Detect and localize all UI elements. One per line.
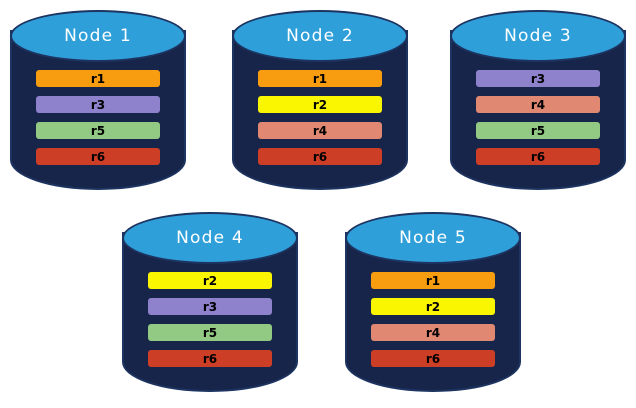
replica-list: r2 r3 r5 r6 — [148, 272, 272, 376]
replica-label: r6 — [530, 149, 546, 164]
replica-bar[interactable]: r2 — [371, 298, 495, 315]
replica-label: r4 — [530, 97, 546, 112]
node-label: Node 1 — [64, 26, 132, 46]
replica-label: r4 — [312, 123, 328, 138]
database-node-3[interactable]: r3 r4 r5 r6 Node 3 — [450, 8, 626, 198]
replica-bar[interactable]: r3 — [148, 298, 272, 315]
replica-bar[interactable]: r1 — [371, 272, 495, 289]
replica-label: r2 — [202, 273, 218, 288]
replica-label: r6 — [202, 351, 218, 366]
replica-bar[interactable]: r4 — [371, 324, 495, 341]
cylinder-top-icon: Node 5 — [345, 212, 521, 264]
replica-bar[interactable]: r2 — [258, 96, 382, 113]
replica-list: r1 r2 r4 r6 — [258, 70, 382, 174]
replica-bar[interactable]: r4 — [476, 96, 600, 113]
replica-bar[interactable]: r4 — [258, 122, 382, 139]
node-label: Node 3 — [504, 26, 572, 46]
replica-bar[interactable]: r6 — [476, 148, 600, 165]
replica-bar[interactable]: r6 — [371, 350, 495, 367]
replica-bar[interactable]: r5 — [36, 122, 160, 139]
cylinder-top-icon: Node 1 — [10, 10, 186, 62]
cylinder-top-icon: Node 2 — [232, 10, 408, 62]
replica-bar[interactable]: r5 — [148, 324, 272, 341]
replica-label: r1 — [90, 71, 106, 86]
database-node-5[interactable]: r1 r2 r4 r6 Node 5 — [345, 210, 521, 400]
node-label: Node 5 — [399, 228, 467, 248]
replica-list: r1 r3 r5 r6 — [36, 70, 160, 174]
replica-label: r3 — [202, 299, 218, 314]
replica-label: r5 — [90, 123, 106, 138]
replica-label: r6 — [312, 149, 328, 164]
database-node-4[interactable]: r2 r3 r5 r6 Node 4 — [122, 210, 298, 400]
replica-bar[interactable]: r1 — [36, 70, 160, 87]
cylinder-top-icon: Node 3 — [450, 10, 626, 62]
replica-label: r6 — [90, 149, 106, 164]
replica-bar[interactable]: r5 — [476, 122, 600, 139]
node-label: Node 2 — [286, 26, 354, 46]
node-label: Node 4 — [176, 228, 244, 248]
replica-bar[interactable]: r2 — [148, 272, 272, 289]
replica-bar[interactable]: r6 — [36, 148, 160, 165]
replica-label: r1 — [312, 71, 328, 86]
replica-label: r6 — [425, 351, 441, 366]
replica-label: r3 — [530, 71, 546, 86]
database-node-1[interactable]: r1 r3 r5 r6 Node 1 — [10, 8, 186, 198]
replica-label: r5 — [530, 123, 546, 138]
replica-bar[interactable]: r3 — [36, 96, 160, 113]
replica-bar[interactable]: r1 — [258, 70, 382, 87]
replica-label: r1 — [425, 273, 441, 288]
replica-label: r2 — [425, 299, 441, 314]
cylinder-top-icon: Node 4 — [122, 212, 298, 264]
replica-label: r3 — [90, 97, 106, 112]
replica-label: r4 — [425, 325, 441, 340]
replica-list: r1 r2 r4 r6 — [371, 272, 495, 376]
replica-list: r3 r4 r5 r6 — [476, 70, 600, 174]
replica-bar[interactable]: r6 — [258, 148, 382, 165]
replica-bar[interactable]: r3 — [476, 70, 600, 87]
replica-bar[interactable]: r6 — [148, 350, 272, 367]
replica-label: r2 — [312, 97, 328, 112]
database-node-2[interactable]: r1 r2 r4 r6 Node 2 — [232, 8, 408, 198]
replica-label: r5 — [202, 325, 218, 340]
